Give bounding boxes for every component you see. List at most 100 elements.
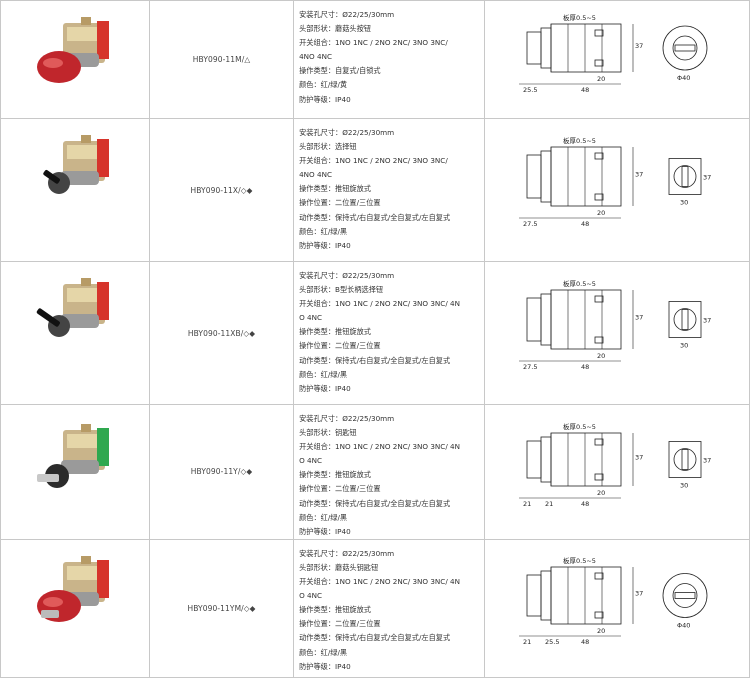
spec-line: 防护等级：IP40 — [299, 94, 351, 104]
spec-line: 颜色：红/绿/黑 — [299, 647, 348, 657]
panel-thickness-label: 板厚0.5~5 — [563, 279, 596, 288]
spec-line: O 4NC — [299, 591, 323, 601]
spec-line: 安装孔尺寸：Ø22/25/30mm — [299, 128, 395, 137]
spec-line: 头部形状：蘑菇头钥匙钮 — [299, 562, 379, 572]
spec-list: 安装孔尺寸：Ø22/25/30mm 头部形状：B型长柄选择钮开关组合：1NO 1N… — [293, 261, 486, 405]
spec-line: 安装孔尺寸：Ø22/25/30mm — [299, 10, 395, 19]
product-photo — [37, 17, 109, 83]
model-number: HBY090-11YM/◇◆ — [148, 538, 295, 678]
product-row: HBY090-11XB/◇◆ 安装孔尺寸：Ø22/25/30mm 头部形状：B型长柄… — [0, 261, 750, 405]
dim-c: 20 — [597, 489, 605, 497]
product-row: HBY090-11YM/◇◆ 安装孔尺寸：Ø22/25/30mm 头部形状：蘑菇头钥… — [0, 538, 750, 678]
model-number: HBY090-11M/△ — [148, 0, 295, 119]
spec-line: 开关组合：1NO 1NC / 2NO 2NC/ 3NO 3NC/ 4N — [299, 577, 460, 587]
dim-b: 48 — [581, 220, 589, 228]
height-dimension: 37 — [635, 589, 643, 597]
selector-lever-icon — [43, 170, 60, 184]
dim-c: 20 — [597, 352, 605, 360]
front-width: 30 — [680, 482, 688, 490]
spec-line: 操作类型：推钮旋放式 — [299, 327, 371, 337]
spec-line: 4NO 4NC — [299, 52, 332, 62]
spec-line: O 4NC — [299, 313, 323, 323]
spec-line: 操作位置：二位置/三位置 — [299, 341, 381, 351]
product-photo — [37, 424, 109, 489]
product-photo — [37, 555, 109, 622]
height-dimension: 37 — [635, 454, 643, 462]
dim-a: 21 — [523, 500, 531, 508]
model-number: HBY090-11X/◇◆ — [148, 118, 295, 262]
front-height: 37 — [703, 457, 711, 465]
product-image-cell — [0, 0, 150, 119]
panel-thickness-label: 板厚0.5~5 — [563, 556, 596, 565]
front-width: 30 — [680, 199, 688, 207]
dim-b: 48 — [581, 86, 589, 94]
spec-list: 安装孔尺寸：Ø22/25/30mm 头部形状：蘑菇头钥匙钮开关组合：1NO 1NC… — [293, 538, 486, 678]
spec-line: 颜色：红/绿/黑 — [299, 369, 348, 379]
key-icon — [41, 609, 59, 618]
spec-line: 防护等级：IP40 — [299, 661, 351, 671]
panel-thickness-label: 板厚0.5~5 — [563, 136, 596, 145]
dimension-drawing: 板厚0.5~5 37 21 21 48 20 37 30 — [519, 422, 711, 508]
dim-c: 20 — [597, 627, 605, 635]
panel-thickness-label: 板厚0.5~5 — [563, 13, 596, 22]
spec-line: 颜色：红/绿/黄 — [299, 80, 348, 90]
spec-line: 防护等级：IP40 — [299, 526, 351, 536]
spec-line: 4NO 4NC — [299, 170, 332, 180]
dim-a2: 25.5 — [545, 638, 559, 646]
spec-line: 动作类型：保持式/右自复式/全自复式/左自复式 — [299, 633, 451, 643]
product-photo — [36, 278, 109, 337]
spec-line: 颜色：红/绿/黑 — [299, 512, 348, 522]
height-dimension: 37 — [635, 314, 643, 322]
spec-line: 头部形状：B型长柄选择钮 — [299, 285, 384, 295]
selector-lever-icon — [36, 308, 60, 327]
spec-line: 颜色：红/绿/黑 — [299, 226, 348, 236]
dim-b: 48 — [581, 638, 589, 646]
panel-thickness-label: 板厚0.5~5 — [563, 422, 596, 431]
drawing-cell: 板厚0.5~5 37 21 21 48 20 37 30 — [484, 404, 750, 540]
spec-line: 动作类型：保持式/右自复式/全自复式/左自复式 — [299, 355, 451, 365]
front-width: 30 — [680, 342, 688, 350]
height-dimension: 37 — [635, 171, 643, 179]
spec-line: 头部形状：钥匙钮 — [299, 428, 357, 438]
key-icon — [37, 474, 59, 483]
dim-b: 48 — [581, 500, 589, 508]
front-diameter: Φ40 — [677, 74, 690, 82]
front-diameter: Φ40 — [677, 621, 690, 629]
spec-line: 操作位置：二位置/三位置 — [299, 198, 381, 208]
dim-a: 27.5 — [523, 363, 537, 371]
spec-line: 操作类型：推钮旋放式 — [299, 184, 371, 194]
spec-line: 操作类型：自复式/自锁式 — [299, 66, 381, 76]
spec-line: 防护等级：IP40 — [299, 383, 351, 393]
product-photo — [43, 135, 109, 194]
model-number: HBY090-11Y/◇◆ — [148, 404, 295, 540]
spec-line: 安装孔尺寸：Ø22/25/30mm — [299, 414, 395, 423]
dim-a: 25.5 — [523, 86, 537, 94]
model-number: HBY090-11XB/◇◆ — [148, 261, 295, 405]
spec-line: 操作位置：二位置/三位置 — [299, 619, 381, 629]
dim-a2: 21 — [545, 500, 553, 508]
product-image-cell — [0, 261, 150, 405]
spec-line: 操作类型：推钮旋放式 — [299, 470, 371, 480]
spec-line: 头部形状：蘑菇头按钮 — [299, 24, 371, 34]
spec-line: 安装孔尺寸：Ø22/25/30mm — [299, 548, 395, 558]
dim-c: 20 — [597, 75, 605, 83]
spec-line: 防护等级：IP40 — [299, 240, 351, 250]
spec-line: 操作类型：推钮旋放式 — [299, 605, 371, 615]
spec-line: 开关组合：1NO 1NC / 2NO 2NC/ 3NO 3NC/ 4N — [299, 299, 460, 309]
spec-line: 安装孔尺寸：Ø22/25/30mm — [299, 271, 395, 280]
spec-line: 头部形状：选择钮 — [299, 142, 357, 152]
